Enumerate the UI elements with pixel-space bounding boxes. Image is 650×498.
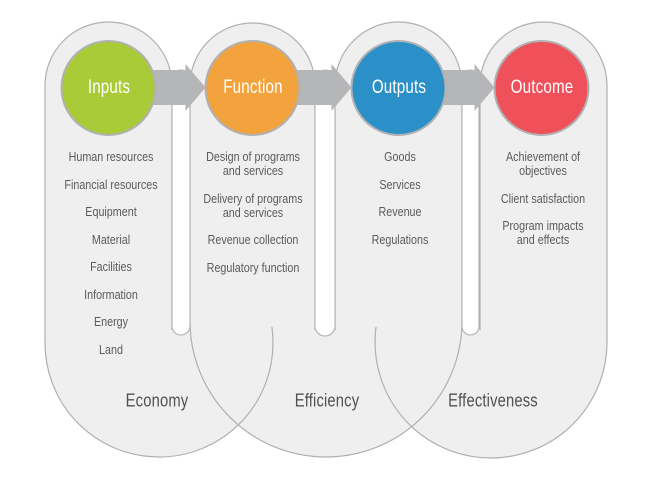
outcome-circle-label: Outcome bbox=[510, 77, 573, 98]
economy-label: Economy bbox=[125, 390, 189, 411]
list-item: Human resources bbox=[68, 150, 154, 164]
inputs-circle-label: Inputs bbox=[87, 77, 130, 98]
list-item: Delivery of programs and services bbox=[203, 191, 303, 220]
flow-arrow-inputs-to-function bbox=[151, 64, 206, 111]
outputs-circle-label: Outputs bbox=[371, 77, 426, 98]
list-item: Services bbox=[379, 177, 421, 192]
effectiveness-label: Effectiveness bbox=[448, 390, 538, 411]
list-item: Revenue bbox=[378, 205, 422, 219]
flow-arrow-function-to-outputs bbox=[295, 64, 352, 111]
column-gap-slot-3 bbox=[461, 69, 480, 336]
outputs-circle bbox=[350, 40, 447, 136]
list-item: Financial resources bbox=[64, 177, 158, 192]
list-item: Equipment bbox=[85, 205, 137, 219]
list-item: Land bbox=[99, 342, 123, 357]
list-item: Achievement of objectives bbox=[505, 150, 581, 178]
inputs-circle bbox=[60, 40, 157, 136]
list-item: Energy bbox=[93, 315, 129, 329]
list-item: Revenue collection bbox=[207, 233, 299, 247]
list-item: Design of programs and services bbox=[206, 150, 300, 178]
list-item: Information bbox=[84, 287, 138, 302]
list-item: Regulatory function bbox=[206, 260, 300, 275]
list-item: Facilities bbox=[90, 260, 132, 274]
list-item: Client satisfaction bbox=[500, 191, 586, 206]
list-item: Goods bbox=[384, 150, 416, 164]
function-circle-label: Function bbox=[222, 77, 283, 98]
list-item: Regulations bbox=[371, 232, 429, 247]
flow-arrow-outputs-to-outcome bbox=[441, 64, 495, 111]
efficiency-label: Efficiency bbox=[294, 390, 360, 411]
outcome-circle bbox=[493, 40, 590, 136]
function-circle bbox=[204, 40, 301, 136]
list-item: Program impacts and effects bbox=[502, 219, 584, 247]
list-item: Material bbox=[91, 232, 131, 247]
